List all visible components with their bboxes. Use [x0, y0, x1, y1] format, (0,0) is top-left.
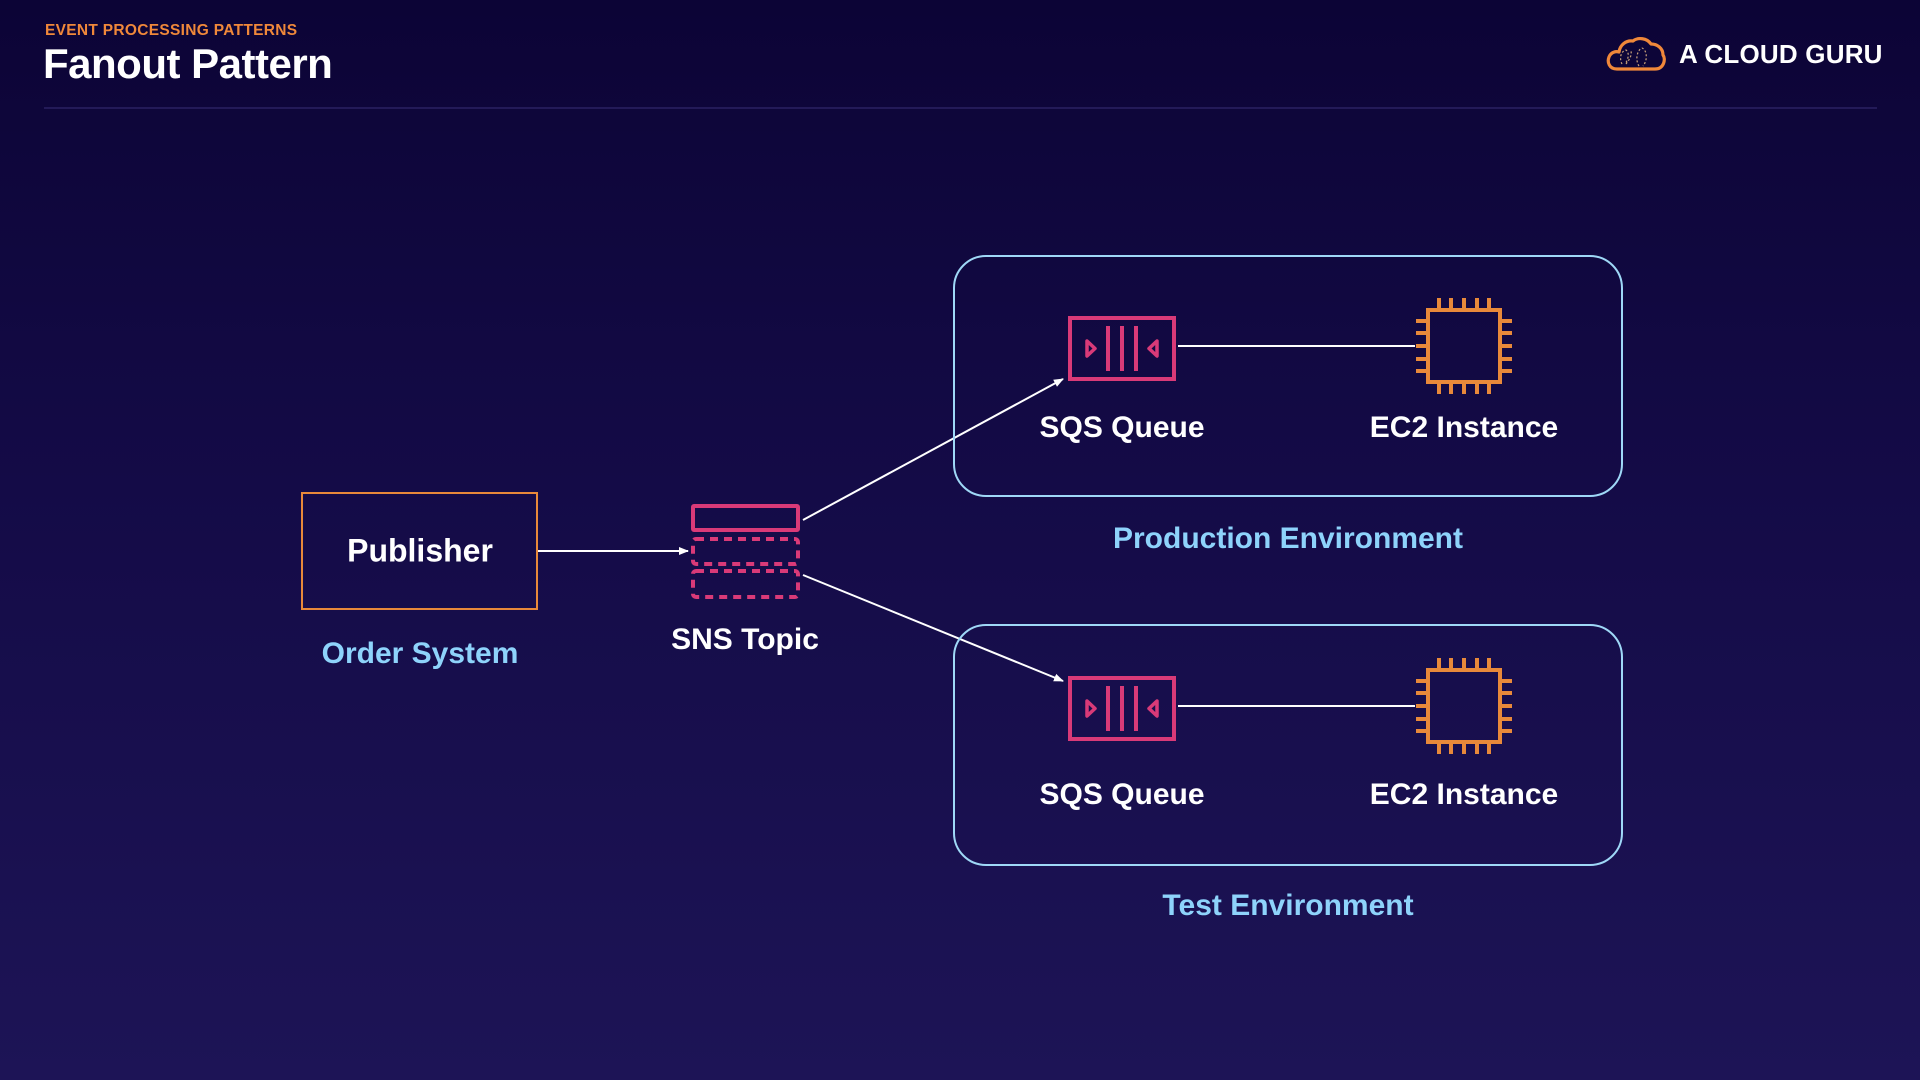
brand-logo: A CLOUD GURU	[1605, 36, 1883, 72]
production-instance-label: EC2 Instance	[1369, 411, 1559, 444]
sqs-queue-icon	[1068, 316, 1176, 381]
sns-to-production-queue-arrow	[802, 378, 1064, 521]
header-divider	[44, 107, 1877, 109]
test-environment-label: Test Environment	[1162, 889, 1414, 922]
test-instance-label: EC2 Instance	[1369, 778, 1559, 811]
sns-to-test-queue-arrow	[802, 574, 1064, 682]
publisher-box	[301, 492, 538, 610]
production-environment-box	[953, 255, 1623, 497]
ec2-instance-icon	[1416, 298, 1512, 394]
sqs-queue-icon	[1068, 676, 1176, 741]
page-title: Fanout Pattern	[43, 40, 333, 87]
test-environment-box	[953, 624, 1623, 866]
sns-topic-icon	[691, 504, 800, 599]
production-queue-label: SQS Queue	[1039, 411, 1205, 444]
sns-topic-label: SNS Topic	[671, 623, 819, 656]
publisher-label: Publisher	[347, 532, 493, 569]
test-queue-label: SQS Queue	[1039, 778, 1205, 811]
section-eyebrow: EVENT PROCESSING PATTERNS	[45, 22, 298, 39]
ec2-instance-icon	[1416, 658, 1512, 754]
cloud-icon	[1606, 37, 1666, 71]
production-environment-label: Production Environment	[1112, 522, 1464, 555]
logo-text: A CLOUD GURU	[1679, 38, 1883, 69]
order-system-label: Order System	[321, 637, 519, 670]
